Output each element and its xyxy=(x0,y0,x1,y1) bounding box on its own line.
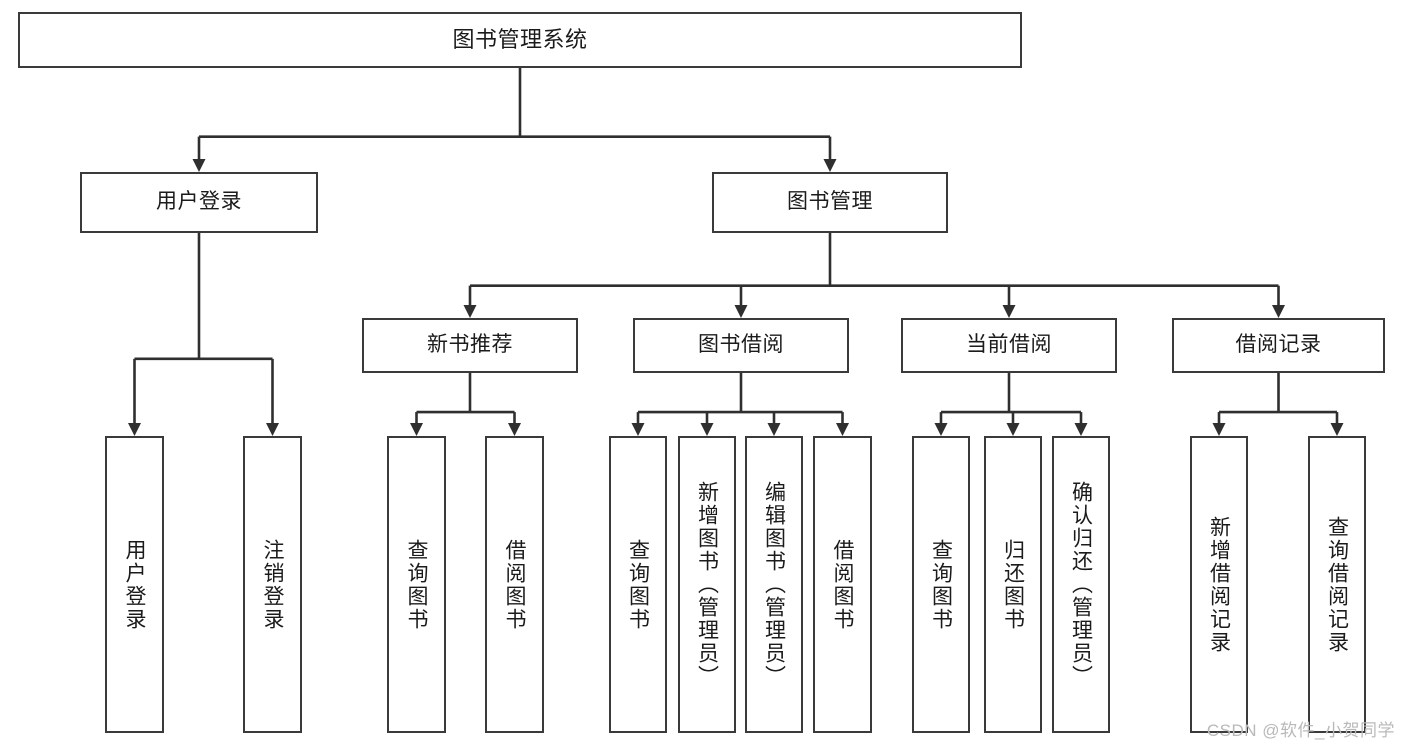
node-label: 查询图书 xyxy=(626,538,650,631)
connector-arrowhead xyxy=(1212,423,1226,436)
node-label: 图书管理 xyxy=(787,190,873,214)
node-label: 查询图书 xyxy=(405,538,429,631)
node-label: 确认归还（管理员） xyxy=(1069,481,1093,688)
connector-arrowhead xyxy=(1002,305,1016,318)
node-label: 借阅记录 xyxy=(1235,333,1322,357)
connector-arrowhead xyxy=(836,423,849,436)
connector-arrowhead xyxy=(128,423,141,436)
node-label: 借阅图书 xyxy=(503,538,527,631)
node-new-book-recommendation[interactable]: 新书推荐 xyxy=(362,318,578,373)
node-user-login[interactable]: 用户登录 xyxy=(80,172,318,233)
node-leaf-lend-book[interactable]: 借阅图书 xyxy=(813,436,872,733)
connector-arrowhead xyxy=(410,423,423,436)
connector-arrowhead xyxy=(192,159,206,172)
node-leaf-edit-book-admin[interactable]: 编辑图书（管理员） xyxy=(745,436,803,733)
node-label: 当前借阅 xyxy=(966,333,1052,357)
node-label: 借阅图书 xyxy=(831,538,855,631)
node-label: 查询图书 xyxy=(929,538,953,631)
node-label: 查询借阅记录 xyxy=(1325,515,1349,654)
node-label: 新增借阅记录 xyxy=(1207,515,1231,654)
connector-arrowhead xyxy=(767,423,781,436)
node-leaf-query-book-recommendation[interactable]: 查询图书 xyxy=(387,436,446,733)
node-label: 归还图书 xyxy=(1001,538,1025,631)
node-leaf-query-book-current[interactable]: 查询图书 xyxy=(912,436,970,733)
connector-arrowhead xyxy=(1006,423,1020,436)
node-leaf-add-borrowing-record[interactable]: 新增借阅记录 xyxy=(1190,436,1248,733)
node-leaf-query-borrowing-record[interactable]: 查询借阅记录 xyxy=(1308,436,1366,733)
node-leaf-add-book-admin[interactable]: 新增图书（管理员） xyxy=(678,436,736,733)
node-leaf-confirm-return-admin[interactable]: 确认归还（管理员） xyxy=(1052,436,1110,733)
connector-arrowhead xyxy=(463,305,477,318)
node-leaf-query-book-borrowing[interactable]: 查询图书 xyxy=(609,436,667,733)
connector-arrowhead xyxy=(1074,423,1088,436)
connector-arrowhead xyxy=(934,423,948,436)
node-label: 图书借阅 xyxy=(698,333,784,357)
node-book-borrowing[interactable]: 图书借阅 xyxy=(633,318,849,373)
node-label: 注销登录 xyxy=(261,538,285,631)
node-label: 图书管理系统 xyxy=(452,27,588,53)
node-borrowing-records[interactable]: 借阅记录 xyxy=(1172,318,1385,373)
csdn-watermark: CSDN @软件_小贺同学 xyxy=(1206,721,1395,740)
connector-arrowhead xyxy=(1272,305,1285,318)
node-current-borrowing[interactable]: 当前借阅 xyxy=(901,318,1117,373)
connector-arrowhead xyxy=(266,423,279,436)
node-label: 用户登录 xyxy=(156,190,242,214)
node-leaf-return-book[interactable]: 归还图书 xyxy=(984,436,1042,733)
connector-arrowhead xyxy=(700,423,714,436)
node-label: 用户登录 xyxy=(123,538,147,631)
node-leaf-user-login[interactable]: 用户登录 xyxy=(105,436,164,733)
node-label: 新书推荐 xyxy=(427,333,513,357)
node-leaf-logout[interactable]: 注销登录 xyxy=(243,436,302,733)
connector-arrowhead xyxy=(823,159,837,172)
node-root-book-management-system[interactable]: 图书管理系统 xyxy=(18,12,1022,68)
node-label: 编辑图书（管理员） xyxy=(762,481,786,688)
connector-arrowhead xyxy=(508,423,521,436)
connector-arrowhead xyxy=(1330,423,1344,436)
connector-arrowhead xyxy=(631,423,645,436)
node-leaf-borrow-book-recommendation[interactable]: 借阅图书 xyxy=(485,436,544,733)
node-book-management[interactable]: 图书管理 xyxy=(712,172,948,233)
node-label: 新增图书（管理员） xyxy=(695,481,719,688)
connector-arrowhead xyxy=(734,305,748,318)
